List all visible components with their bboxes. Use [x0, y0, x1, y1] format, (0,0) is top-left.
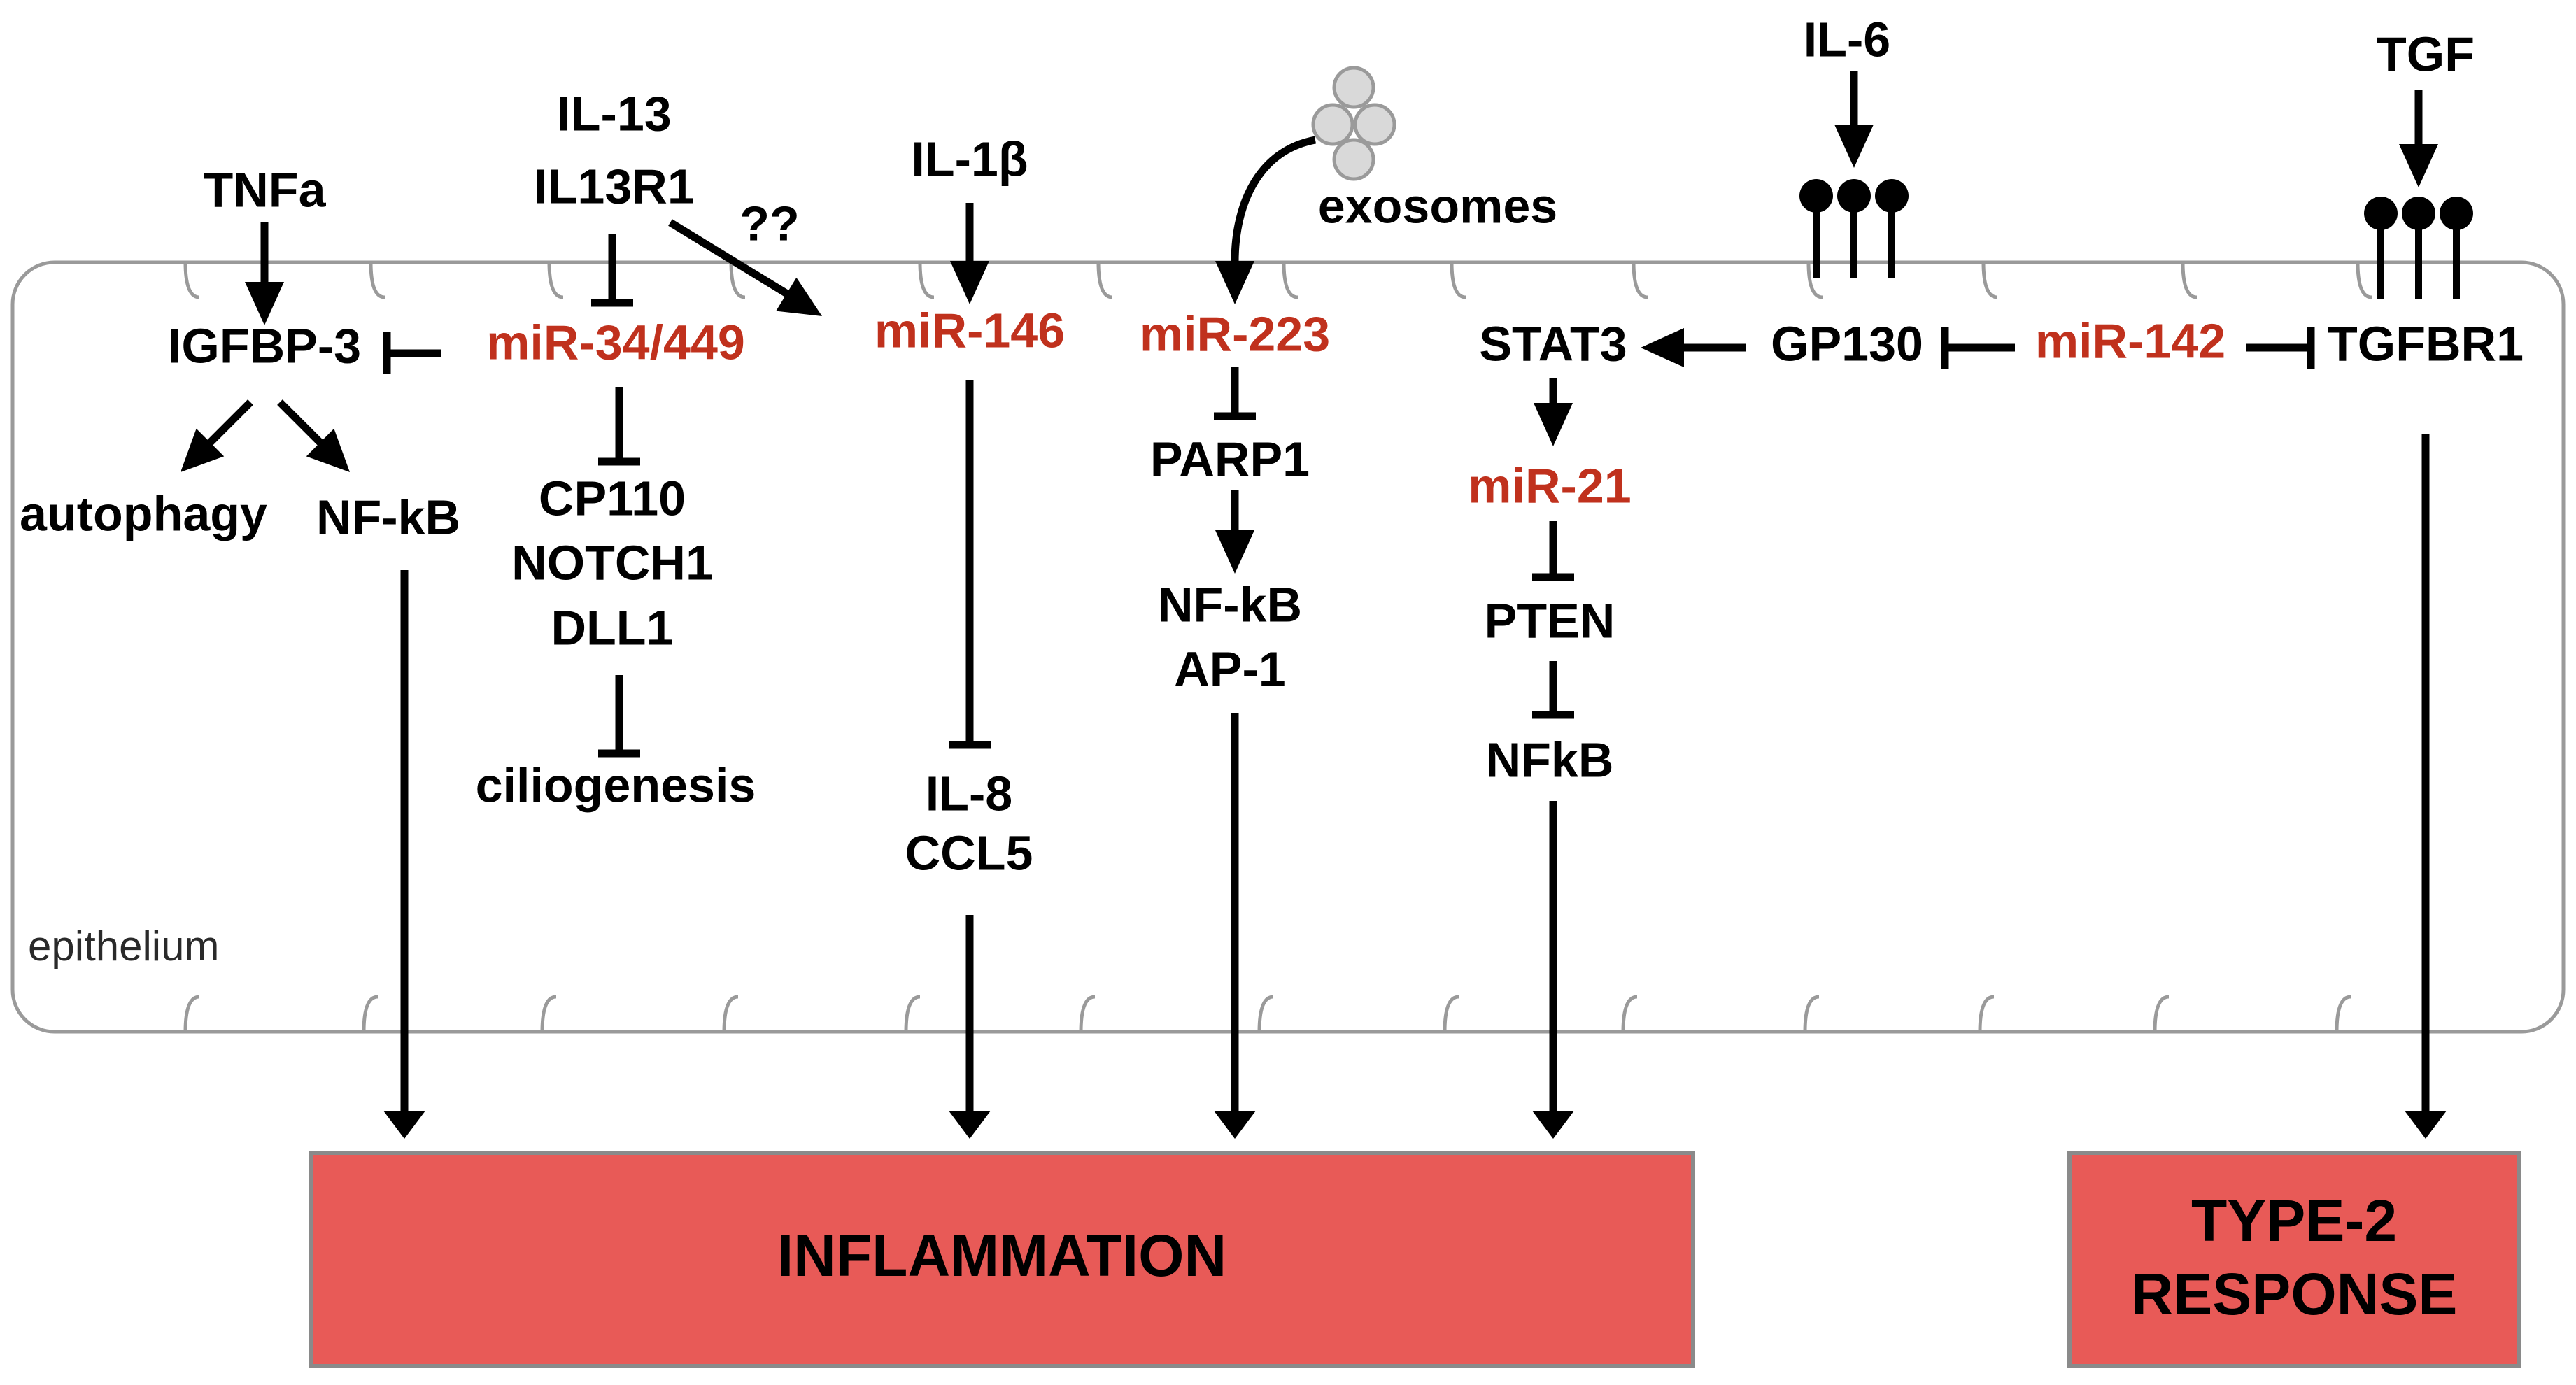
tgf-receptor-icon: [2364, 197, 2473, 299]
inflammation-box: [309, 1151, 1695, 1368]
inhibit-il13r1-mir34: [591, 234, 633, 307]
node-tgfbr1: TGFBR1: [2328, 316, 2524, 371]
node-ccl5: CCL5: [905, 825, 1033, 880]
exosome-vesicle: [1332, 138, 1375, 181]
edges: [181, 71, 2447, 1139]
outcome-boxes: INFLAMMATION TYPE-2 RESPONSE: [309, 1151, 2521, 1368]
arrow-stat3-mir21: [1534, 378, 1573, 446]
node-unknown-link: ??: [739, 196, 800, 250]
node-notch1: NOTCH1: [511, 535, 713, 590]
exosome-cluster: [1311, 66, 1396, 181]
cell-borders-top: [183, 262, 2372, 299]
node-il1b: IL-1β: [911, 132, 1028, 186]
inhibit-dll1-ciliogenesis: [598, 675, 640, 758]
node-il6: IL-6: [1804, 12, 1890, 66]
inhibit-mir142-tgfbr1: [2246, 327, 2315, 369]
node-labels: TNFa IL-13 IL13R1 ?? IL-1β exosomes IL-6…: [20, 12, 2524, 880]
type2-response-box: [2067, 1151, 2521, 1368]
node-tgf: TGF: [2377, 27, 2475, 81]
node-igfbp3: IGFBP-3: [168, 318, 361, 373]
exosome-vesicle: [1332, 66, 1375, 109]
arrow-il13r1-mir146: [668, 219, 822, 316]
arrow-nfkb-inflammation-2: [1532, 801, 1574, 1139]
epithelium-layer: epithelium: [10, 260, 2566, 1034]
arrow-nfkb-inflammation: [383, 570, 425, 1139]
arrow-ap1-inflammation: [1214, 713, 1256, 1139]
inhibit-mir142-gp130: [1941, 327, 2015, 369]
node-ciliogenesis: ciliogenesis: [476, 758, 756, 812]
node-pten: PTEN: [1485, 593, 1615, 648]
node-stat3: STAT3: [1479, 316, 1627, 371]
arrow-exosomes-mir223: [1215, 136, 1317, 304]
epithelium-outline: [10, 260, 2566, 1034]
arrow-tgf-tgfbr1: [2399, 90, 2438, 187]
node-mir34-449: miR-34/449: [486, 315, 745, 369]
type2-label-line2: RESPONSE: [2131, 1261, 2458, 1327]
il6-receptor-icon: [1799, 179, 1909, 278]
arrow-igfbp3-nfkb: [277, 399, 350, 472]
node-il13: IL-13: [557, 86, 671, 141]
exosome-vesicle: [1353, 103, 1396, 146]
node-mir146: miR-146: [875, 303, 1065, 357]
node-mir223: miR-223: [1140, 306, 1330, 361]
arrow-tgfbr1-type2: [2405, 434, 2447, 1139]
inhibit-mir34-cp110: [598, 387, 640, 466]
node-nfkb-left: NF-kB: [316, 490, 460, 544]
epithelium-label: epithelium: [28, 923, 220, 970]
node-ap1: AP-1: [1174, 641, 1285, 696]
inhibit-mir34-igfbp3: [383, 332, 441, 374]
node-exosomes: exosomes: [1318, 178, 1557, 233]
inflammation-label: INFLAMMATION: [777, 1223, 1226, 1288]
type2-label-line1: TYPE-2: [2191, 1188, 2397, 1253]
node-parp1: PARP1: [1150, 432, 1310, 486]
node-gp130: GP130: [1771, 316, 1923, 371]
inhibit-mir21-pten: [1532, 521, 1574, 581]
inhibit-mir223-parp1: [1214, 367, 1256, 420]
exosome-vesicle: [1311, 103, 1354, 146]
arrow-ccl5-inflammation: [949, 915, 991, 1139]
inhibit-mir146-il8: [949, 380, 991, 749]
node-nfkb-right: NFkB: [1486, 732, 1614, 787]
arrow-parp1-nfkb: [1215, 490, 1254, 574]
cell-borders-bottom: [183, 995, 2351, 1032]
arrow-il1b-mir146: [950, 203, 989, 304]
inhibit-pten-nfkb: [1532, 661, 1574, 719]
node-il13r1: IL13R1: [534, 159, 695, 213]
arrow-gp130-stat3: [1641, 328, 1746, 367]
node-tnfa: TNFa: [204, 162, 327, 217]
arrow-il6-gp130: [1834, 71, 1874, 168]
node-il8: IL-8: [926, 766, 1012, 821]
node-mir21: miR-21: [1468, 458, 1631, 513]
node-cp110: CP110: [539, 471, 686, 525]
node-nfkb-middle: NF-kB: [1158, 577, 1302, 632]
arrow-igfbp3-autophagy: [181, 399, 253, 472]
node-autophagy: autophagy: [20, 486, 267, 541]
node-dll1: DLL1: [551, 600, 674, 655]
node-mir142: miR-142: [2035, 313, 2225, 368]
arrow-tnfa-igfbp3: [245, 222, 284, 325]
